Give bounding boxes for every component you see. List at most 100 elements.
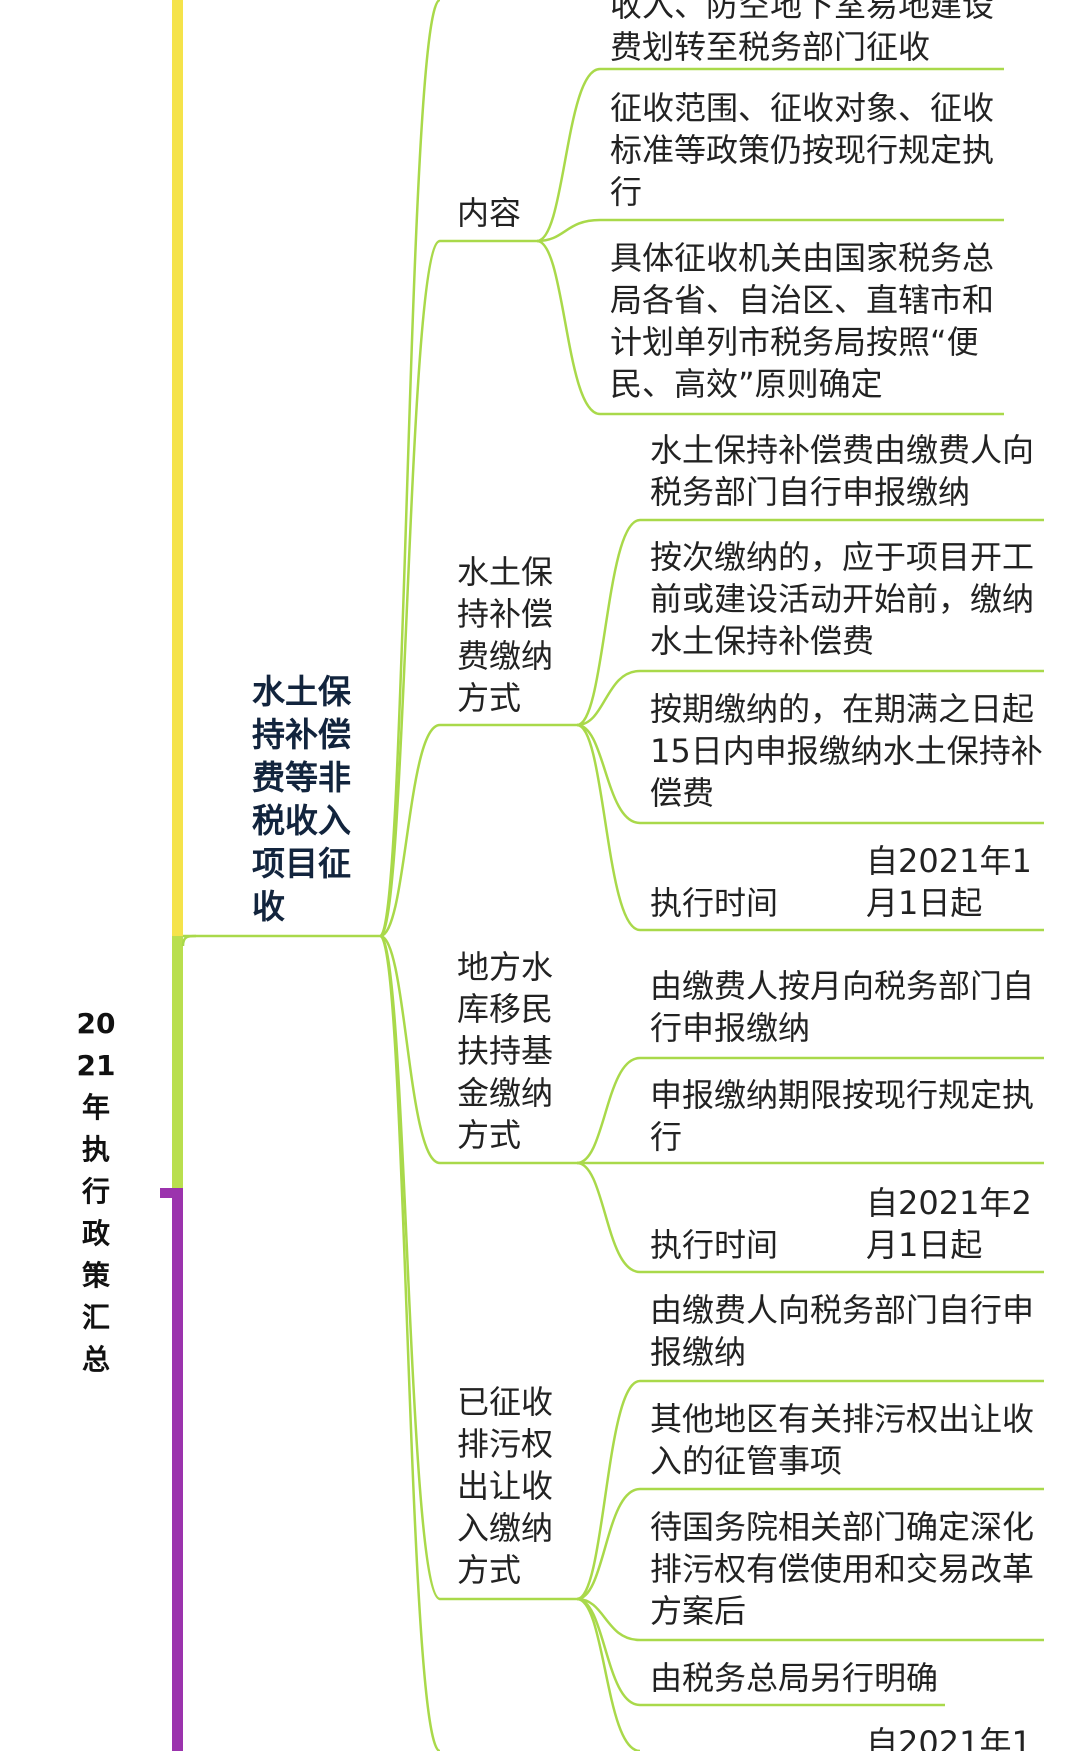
text-line: 其他地区有关排污权出让收 <box>650 1400 1035 1438</box>
text-line: 汇 <box>81 1301 110 1334</box>
connector-curve <box>576 518 641 727</box>
text-line: 自2021年1 <box>866 1724 1032 1751</box>
text-line: 由缴费人向税务部门自行申 <box>650 1291 1035 1329</box>
text-line: 方案后 <box>650 1592 747 1630</box>
text-line: 方式 <box>457 1116 522 1154</box>
connector-curve <box>576 723 641 825</box>
leaf-node[interactable]: 其他地区有关排污权出让收入的征管事项 <box>650 1398 1034 1482</box>
leaf-node[interactable]: 待国务院相关部门确定深化排污权有偿使用和交易改革方案后 <box>650 1506 1034 1632</box>
connector-curve <box>576 1056 641 1165</box>
text-line: 自2021年1 <box>866 842 1032 880</box>
leaf-node[interactable]: 水土保持补偿费由缴费人向税务部门自行申报缴纳 <box>650 429 1034 513</box>
text-line: 前或建设活动开始前，缴纳 <box>650 580 1035 618</box>
text-line: 排污权有偿使用和交易改革 <box>650 1550 1035 1588</box>
text-line: 计划单列市税务局按照“便 <box>610 323 979 361</box>
text-line: 总 <box>81 1343 110 1376</box>
leaf-node[interactable]: 具体征收机关由国家税务总局各省、自治区、直辖市和计划单列市税务局按照“便民、高效… <box>610 237 994 405</box>
text-line: 项目征 <box>252 844 351 883</box>
leaf-node[interactable]: 执行时间 <box>650 882 778 924</box>
text-line: 20 <box>76 1007 116 1040</box>
branch-curve <box>181 934 197 947</box>
connector-curve <box>576 1161 641 1274</box>
text-line: 税收入 <box>252 801 351 840</box>
section-title[interactable]: 水土保持补偿费等非税收入项目征收 <box>252 670 351 928</box>
text-line: 征收范围、征收对象、征收 <box>610 89 995 127</box>
text-line: 税务部门自行申报缴纳 <box>650 473 971 511</box>
text-line: 报缴纳 <box>650 1333 747 1371</box>
connector-curve <box>536 239 601 416</box>
connector-curve <box>379 723 441 938</box>
leaf-node[interactable]: 申报缴纳期限按现行规定执行 <box>650 1074 1034 1158</box>
connector-curve <box>378 934 441 1601</box>
connector-curve <box>576 669 641 727</box>
group-label-soil-water[interactable]: 水土保持补偿费缴纳方式 <box>457 551 553 719</box>
text-line: 费等非 <box>252 758 351 797</box>
text-line: 水土保持补偿费由缴费人向 <box>650 431 1035 469</box>
text-line: 具体征收机关由国家税务总 <box>610 239 995 277</box>
leaf-node[interactable]: 收入、防空地下室易地建设费划转至税务部门征收 <box>610 0 994 68</box>
text-line: 内容 <box>457 194 522 232</box>
text-line: 费划转至税务部门征收 <box>610 28 931 66</box>
leaf-node[interactable]: 征收范围、征收对象、征收标准等政策仍按现行规定执行 <box>610 87 994 213</box>
text-line: 月1日起 <box>866 884 983 922</box>
text-line: 库移民 <box>457 990 554 1028</box>
group-label-content[interactable]: 内容 <box>457 192 521 234</box>
text-line: 月1日起 <box>866 1226 983 1264</box>
text-line: 由缴费人按月向税务部门自 <box>650 967 1035 1005</box>
text-line: 待国务院相关部门确定深化 <box>650 1508 1035 1546</box>
connector-curve <box>378 239 441 938</box>
text-line: 扶持基 <box>457 1032 554 1070</box>
text-line: 费缴纳 <box>457 637 554 675</box>
text-line: 水土保 <box>252 672 351 711</box>
text-line: 由税务总局另行明确 <box>650 1659 939 1697</box>
text-line: 年 <box>81 1091 110 1124</box>
text-line: 水土保 <box>457 553 554 591</box>
text-line: 持补偿 <box>252 715 351 754</box>
text-line: 持补偿 <box>457 595 554 633</box>
text-line: 方式 <box>457 1551 522 1589</box>
text-line: 21 <box>76 1049 116 1082</box>
branch-purple <box>172 1188 183 1751</box>
text-line: 15日内申报缴纳水土保持补 <box>650 732 1043 770</box>
text-line: 排污权 <box>457 1425 554 1463</box>
branch-purple-tick <box>160 1188 183 1198</box>
text-line: 金缴纳 <box>457 1074 554 1112</box>
text-line: 标准等政策仍按现行规定执 <box>610 131 995 169</box>
leaf-subnode[interactable]: 自2021年1 月1日起 <box>866 840 1032 924</box>
connector-curve <box>576 1597 641 1642</box>
text-line: 局各省、自治区、直辖市和 <box>610 281 995 319</box>
text-line: 自2021年2 <box>866 1184 1032 1222</box>
text-line: 执行时间 <box>650 884 779 922</box>
leaf-subnode[interactable]: 自2021年2 月1日起 <box>866 1182 1032 1266</box>
text-line: 收入、防空地下室易地建设 <box>610 0 995 24</box>
leaf-node[interactable]: 按次缴纳的，应于项目开工前或建设活动开始前，缴纳水土保持补偿费 <box>650 536 1034 662</box>
group-label-emission-rights[interactable]: 已征收排污权出让收入缴纳方式 <box>457 1381 553 1591</box>
text-line: 行 <box>81 1175 110 1208</box>
connector-curve <box>536 218 601 243</box>
text-line: 出让收 <box>457 1467 554 1505</box>
connector-curve <box>576 723 641 932</box>
text-line: 政 <box>81 1217 110 1250</box>
connector-curve <box>378 0 442 938</box>
text-line: 申报缴纳期限按现行规定执 <box>650 1076 1035 1114</box>
leaf-node[interactable]: 由税务总局另行明确 <box>650 1657 938 1699</box>
connector-curve <box>536 67 601 243</box>
leaf-node[interactable]: 执行时间 <box>650 1224 778 1266</box>
leaf-subnode[interactable]: 自2021年1 <box>866 1722 1032 1751</box>
connector-curve <box>379 934 441 1165</box>
text-line: 执 <box>81 1133 110 1166</box>
text-line: 执行时间 <box>650 1226 779 1264</box>
branch-yellow <box>172 0 183 936</box>
text-line: 按次缴纳的，应于项目开工 <box>650 538 1035 576</box>
text-line: 收 <box>252 887 285 926</box>
branch-lime <box>172 936 183 1188</box>
leaf-node[interactable]: 由缴费人向税务部门自行申报缴纳 <box>650 1289 1034 1373</box>
group-label-reservoir-fund[interactable]: 地方水库移民扶持基金缴纳方式 <box>457 946 553 1156</box>
leaf-node[interactable]: 由缴费人按月向税务部门自行申报缴纳 <box>650 965 1034 1049</box>
connector-curve <box>576 1379 641 1601</box>
text-line: 已征收 <box>457 1383 554 1421</box>
